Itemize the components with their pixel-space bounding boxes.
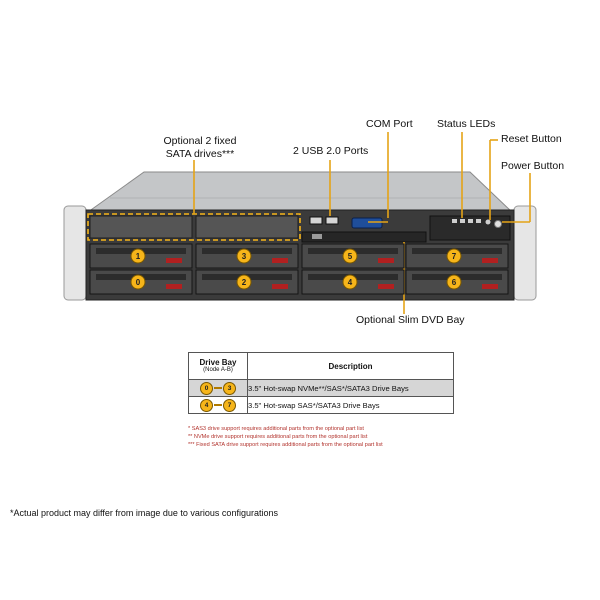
- disclaimer: *Actual product may differ from image du…: [10, 508, 278, 518]
- table-header-bay-sub: (Node A-B): [203, 367, 233, 373]
- left-rack-ear: [63, 205, 87, 301]
- fixed-sata-slot-right: [195, 215, 299, 239]
- status-leds: [452, 219, 481, 223]
- callout-optional-sata-line2: SATA drives***: [165, 148, 235, 160]
- callout-optional-sata: Optional 2 fixed SATA drives***: [160, 135, 240, 161]
- bay-badge: 0: [200, 381, 213, 395]
- drive-bay-latch: [482, 258, 498, 263]
- drive-bay-number: 1: [136, 252, 141, 261]
- callout-optional-sata-line1: Optional 2 fixed: [163, 135, 237, 147]
- usb-port-2: [325, 216, 339, 225]
- callout-com: COM Port: [366, 118, 413, 130]
- com-port: [351, 217, 383, 229]
- drive-bay-latch: [166, 258, 182, 263]
- drive-bay-badge: [446, 274, 462, 290]
- table-header: Drive Bay (Node A-B) Description: [188, 352, 454, 380]
- drive-bay-number: 3: [242, 252, 247, 261]
- callout-reset: Reset Button: [501, 133, 562, 145]
- drive-bay-latch: [166, 284, 182, 289]
- callout-usb: 2 USB 2.0 Ports: [293, 145, 369, 157]
- drive-bay-badge: [130, 248, 146, 264]
- bay-badge: 3: [223, 381, 236, 395]
- drive-bays: 1 3 5 7 0 2 4 6: [89, 243, 509, 295]
- drive-bay-badge: [342, 274, 358, 290]
- power-button: [494, 220, 502, 228]
- callout-power: Power Button: [501, 160, 565, 172]
- server-chassis-illustration: 1 3 5 7 0 2 4 6: [63, 132, 537, 314]
- drive-bay-latch: [378, 284, 394, 289]
- usb-port-1: [309, 216, 323, 225]
- right-rack-ear: [513, 205, 537, 301]
- bay-badge: 4: [200, 398, 213, 412]
- callout-status-leds: Status LEDs: [437, 118, 496, 130]
- drive-bay-latch: [272, 258, 288, 263]
- drive-bay-badge: [236, 274, 252, 290]
- reset-button: [485, 219, 491, 225]
- footnote: ** NVMe drive support requires additiona…: [188, 434, 368, 440]
- fixed-sata-slot-left: [89, 215, 193, 239]
- table-header-bay-title: Drive Bay: [199, 358, 237, 367]
- slim-dvd-bay: [301, 231, 427, 243]
- table-header-description: Description: [247, 352, 454, 380]
- drive-bay-number: 5: [348, 252, 353, 261]
- drive-bay-badge: [446, 248, 462, 264]
- drive-bay-badge: [236, 248, 252, 264]
- drive-bay-latch: [378, 258, 394, 263]
- drive-bay-badge: [342, 248, 358, 264]
- drive-bay-number: 4: [348, 278, 353, 287]
- drive-bay-latch: [482, 284, 498, 289]
- bay-badge: 7: [223, 398, 236, 412]
- drive-bay-number: 0: [136, 278, 141, 287]
- drive-bay-number: 6: [452, 278, 457, 287]
- chassis-top-cover: [86, 171, 514, 213]
- drive-bay-number: 2: [242, 278, 247, 287]
- callout-dvd: Optional Slim DVD Bay: [356, 314, 465, 326]
- table-header-bay: Drive Bay (Node A-B): [188, 352, 248, 380]
- drive-bay-latch: [272, 284, 288, 289]
- bay-description: 3.5" Hot-swap NVMe**/SAS*/SATA3 Drive Ba…: [247, 379, 454, 397]
- control-panel: [429, 215, 511, 241]
- bay-description: 3.5" Hot-swap SAS*/SATA3 Drive Bays: [247, 396, 454, 414]
- footnote: *** Fixed SATA drive support requires ad…: [188, 442, 383, 448]
- footnote: * SAS3 drive support requires additional…: [188, 426, 364, 432]
- drive-bay-badge: [130, 274, 146, 290]
- drive-bay-number: 7: [452, 252, 457, 261]
